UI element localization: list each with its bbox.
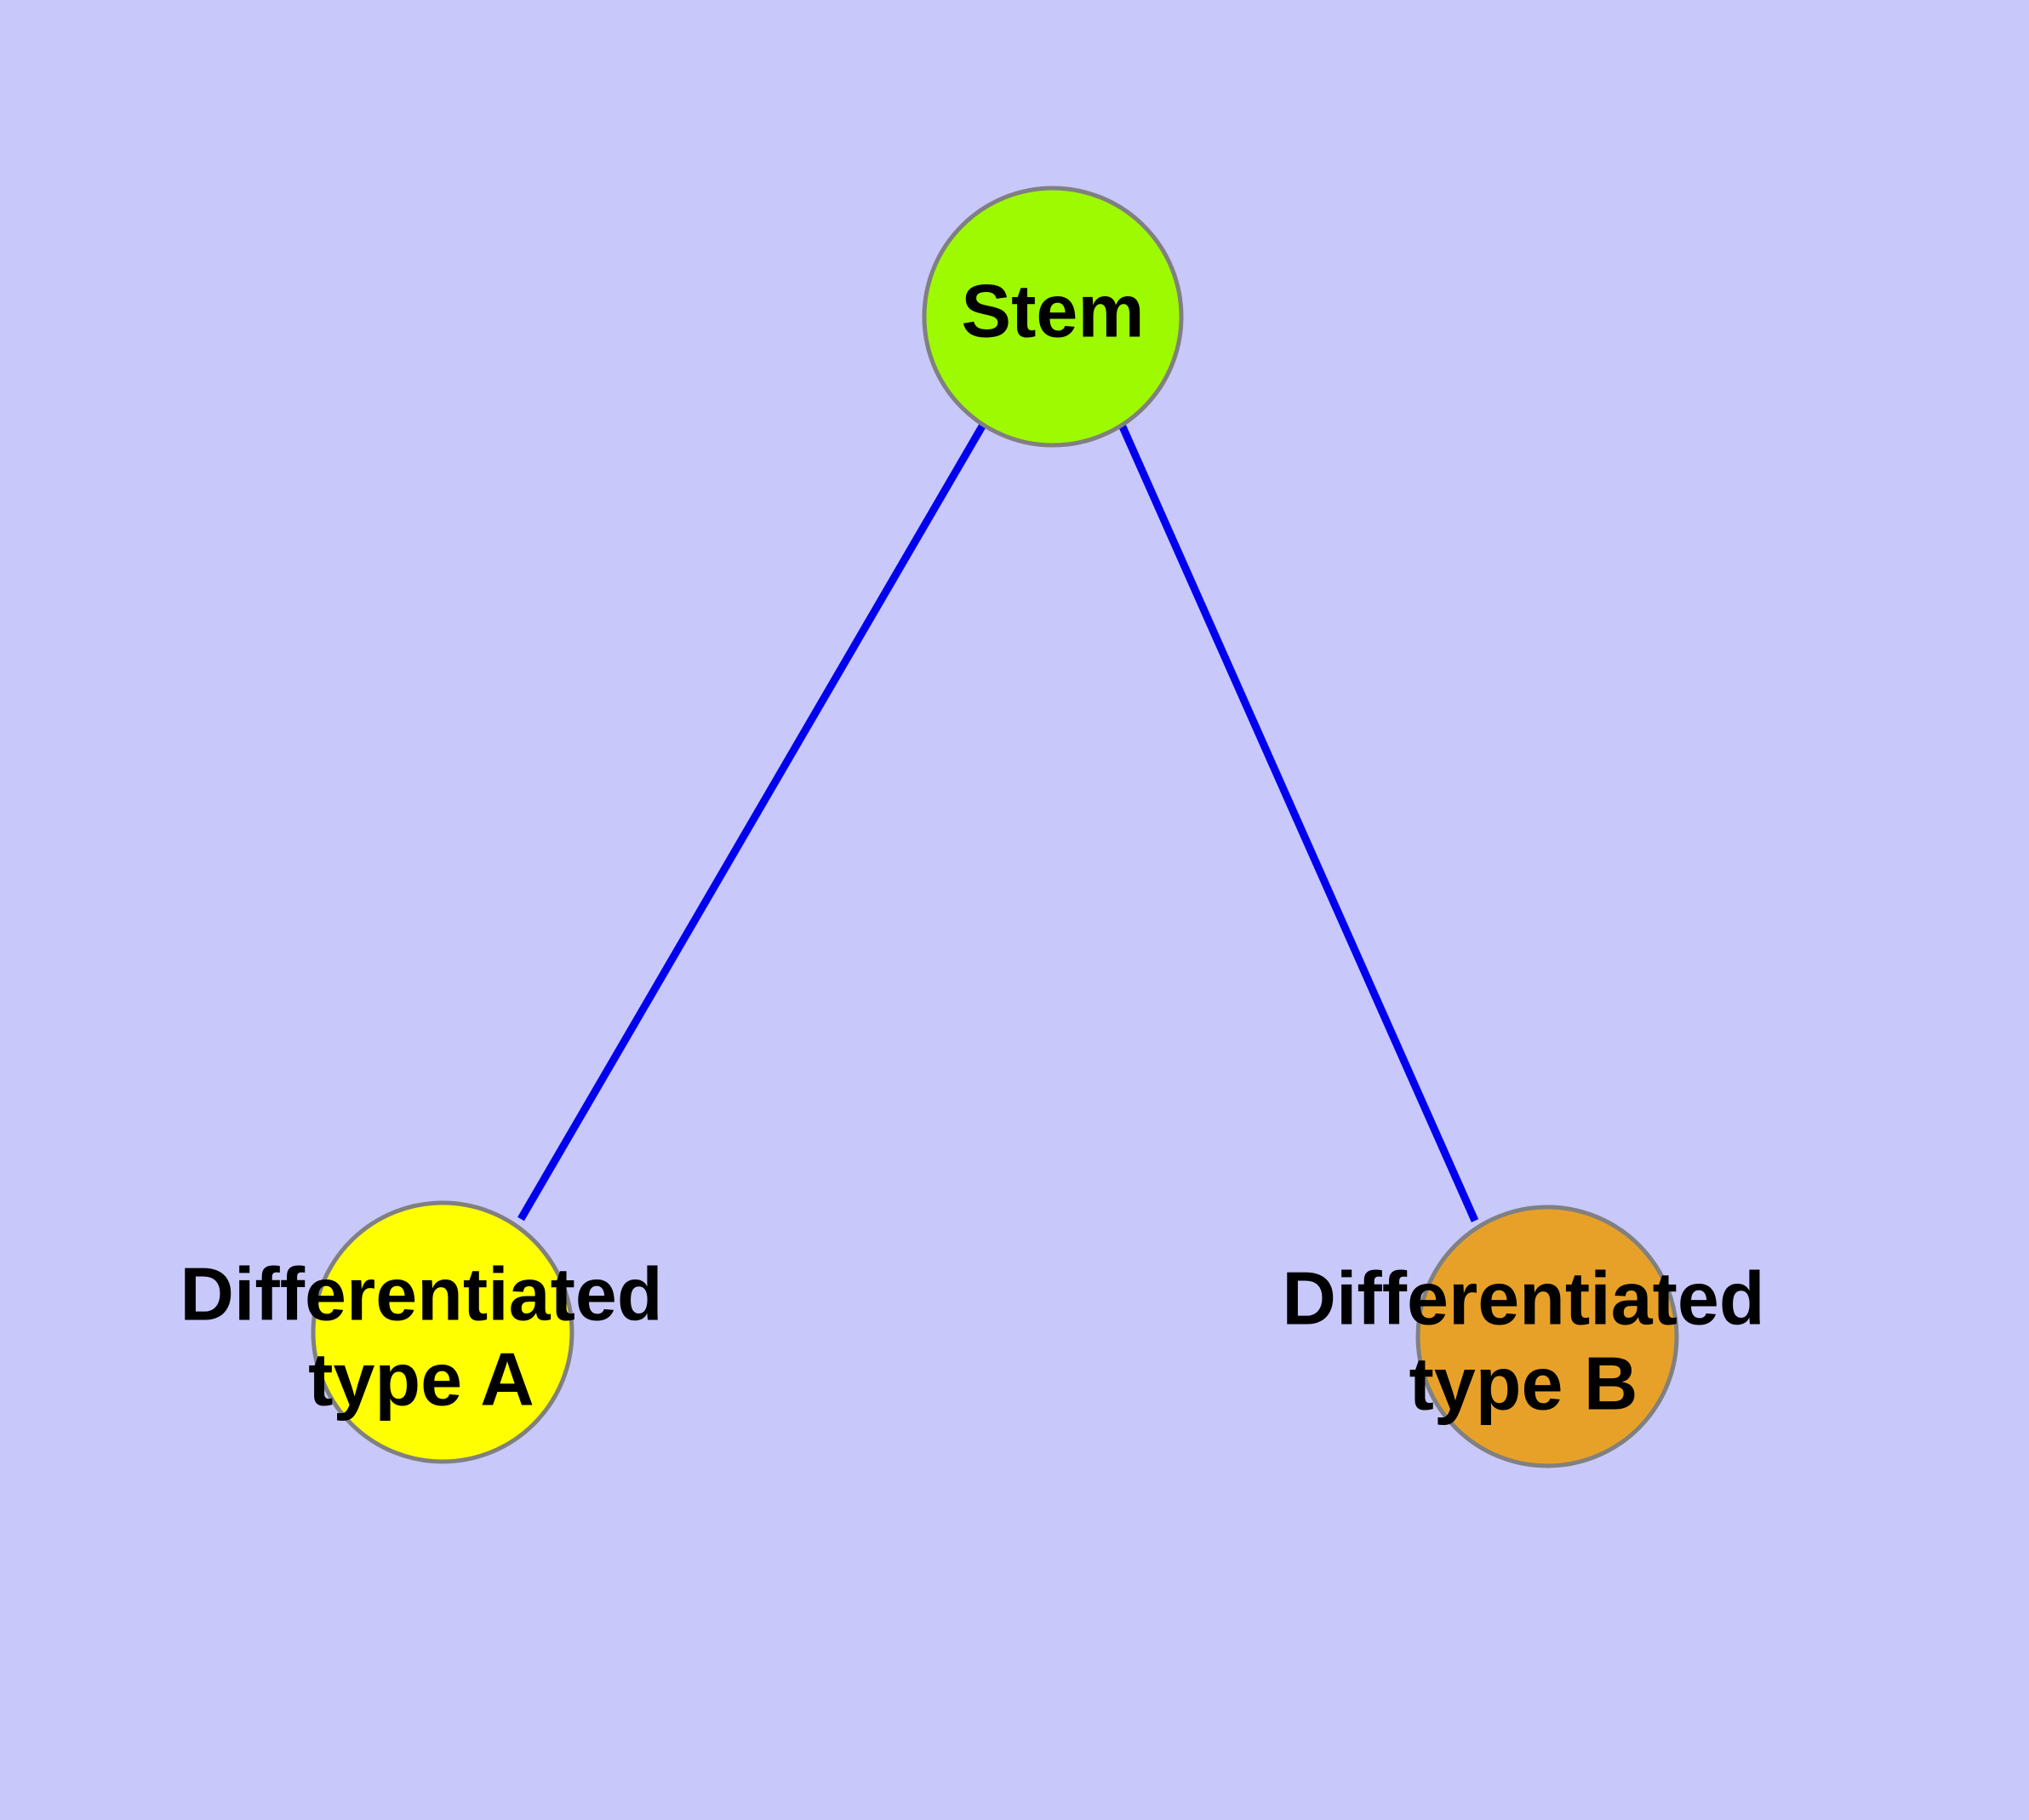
edges-group bbox=[517, 422, 1479, 1222]
node-label-diff-b-line-1: type B bbox=[1409, 1341, 1638, 1425]
node-circle-stem[interactable] bbox=[922, 186, 1184, 448]
graph-edge-stem-to-diff-b bbox=[1117, 423, 1479, 1222]
node-label-diff-b-line-0: Differentiated bbox=[1282, 1256, 1764, 1340]
node-label-stem-line-0: Stem bbox=[961, 268, 1144, 352]
graph-edge-stem-to-diff-a bbox=[517, 422, 986, 1222]
graph-node-stem[interactable]: Stem bbox=[922, 186, 1184, 448]
node-circle-diff-b[interactable] bbox=[1415, 1205, 1679, 1468]
node-circle-diff-a[interactable] bbox=[311, 1200, 574, 1464]
node-label-diff-a-line-1: type A bbox=[308, 1336, 534, 1421]
node-label-diff-a-line-0: Differentiated bbox=[180, 1251, 662, 1336]
